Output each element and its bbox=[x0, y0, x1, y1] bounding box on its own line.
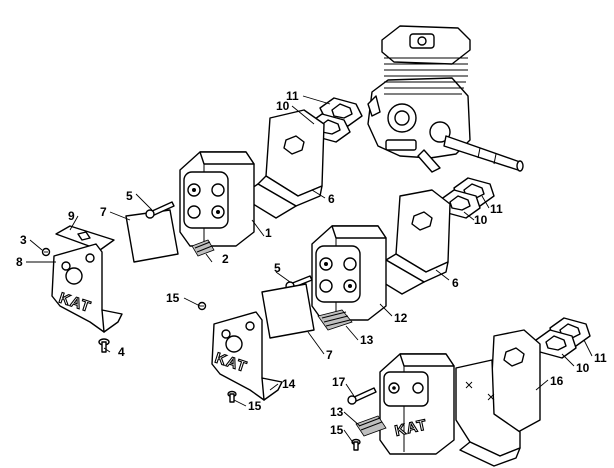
catalytic-muffler: KAT bbox=[379, 353, 455, 455]
callout-numbers: 11 10 6 1 5 7 9 3 8 2 4 11 10 6 5 12 13 … bbox=[16, 89, 607, 437]
catalyst-plate-14: KAT bbox=[211, 311, 283, 401]
screw-15-c bbox=[351, 438, 361, 451]
muffler-12 bbox=[311, 225, 387, 321]
callout-13-a: 13 bbox=[360, 333, 374, 347]
callout-11-a: 11 bbox=[286, 89, 299, 103]
screw-4 bbox=[98, 338, 110, 353]
callout-6-a: 6 bbox=[328, 192, 335, 206]
cover-plate-7-b bbox=[261, 283, 315, 339]
heat-shield-16 bbox=[455, 329, 541, 467]
callout-15-c: 15 bbox=[330, 423, 344, 437]
spark-arrestor-screen-2 bbox=[191, 239, 215, 257]
callout-17: 17 bbox=[332, 375, 346, 389]
engine-cylinder-assembly bbox=[367, 25, 524, 173]
catalyst-plate-8: KAT bbox=[51, 243, 123, 333]
callout-15-b: 15 bbox=[248, 399, 262, 413]
screw-15-a bbox=[197, 301, 207, 311]
callout-7-a: 7 bbox=[100, 205, 107, 219]
callout-8: 8 bbox=[16, 255, 23, 269]
gasket-plate-9 bbox=[55, 225, 115, 251]
spark-arrestor-screen-13-b bbox=[355, 415, 387, 437]
callout-1: 1 bbox=[265, 226, 272, 240]
cylinder-fins bbox=[381, 25, 471, 95]
spark-arrestor-screen-13-a bbox=[317, 309, 353, 331]
callout-4: 4 bbox=[118, 345, 125, 359]
callout-12: 12 bbox=[394, 311, 408, 325]
callout-5-b: 5 bbox=[274, 261, 281, 275]
callout-9: 9 bbox=[68, 209, 75, 223]
callout-11-b: 11 bbox=[490, 202, 503, 216]
screw-5-a bbox=[145, 201, 175, 219]
callout-3: 3 bbox=[20, 233, 27, 247]
callout-13-b: 13 bbox=[330, 405, 344, 419]
callout-16: 16 bbox=[550, 374, 564, 388]
gasket-10-c bbox=[535, 329, 577, 359]
callout-5-a: 5 bbox=[126, 189, 133, 203]
muffler-1 bbox=[179, 151, 255, 247]
callout-15-a: 15 bbox=[166, 291, 180, 305]
callout-7-b: 7 bbox=[326, 348, 333, 362]
callout-2: 2 bbox=[222, 252, 229, 266]
callout-10-b: 10 bbox=[474, 213, 488, 227]
screw-3 bbox=[41, 247, 51, 257]
callout-10-a: 10 bbox=[276, 99, 290, 113]
callout-14: 14 bbox=[282, 377, 296, 391]
callout-11-c: 11 bbox=[594, 351, 607, 365]
leader-lines bbox=[26, 95, 593, 445]
callout-6-b: 6 bbox=[452, 276, 459, 290]
screw-17 bbox=[347, 387, 377, 405]
callout-10-c: 10 bbox=[576, 361, 590, 375]
crankshaft bbox=[417, 135, 524, 173]
screw-15-b bbox=[227, 390, 237, 403]
